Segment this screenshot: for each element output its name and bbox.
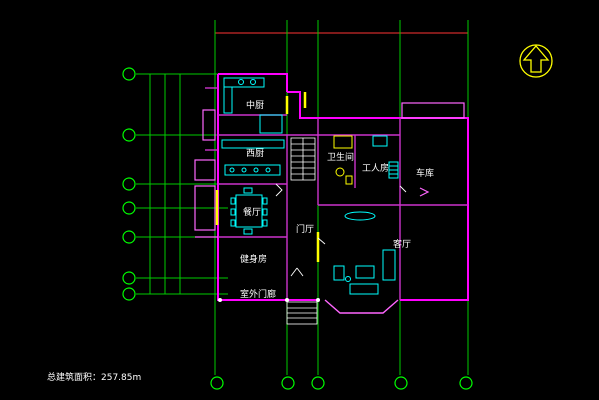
bottom-axis-bubbles <box>210 376 473 390</box>
room-label-zhongchu: 中厨 <box>246 99 264 111</box>
room-label-cheku: 车库 <box>416 167 434 179</box>
room-label-canting: 餐厅 <box>243 206 261 218</box>
bathroom-fixtures <box>333 135 353 185</box>
dining-table <box>230 187 268 235</box>
left-dimension-lines <box>149 74 181 294</box>
left-axis-bubbles <box>122 67 136 301</box>
room-label-menting: 门厅 <box>296 223 314 235</box>
bay-window <box>324 299 399 314</box>
total-area-label: 总建筑面积：257.85m <box>47 371 141 383</box>
worker-room-fixtures <box>372 135 399 179</box>
top-dimension-line <box>214 22 469 42</box>
room-label-gongrenfang: 工人房 <box>362 162 389 174</box>
room-label-weishengjian: 卫生间 <box>327 151 354 163</box>
western-kitchen-island <box>221 139 285 176</box>
living-room-furniture <box>333 211 396 295</box>
north-arrow-icon <box>519 44 553 78</box>
room-label-jianshenfang: 健身房 <box>240 253 267 265</box>
staircase <box>290 137 316 181</box>
porch-steps <box>286 301 318 325</box>
garage-outline <box>401 102 465 197</box>
room-label-keting: 客厅 <box>393 238 411 250</box>
door-swings <box>275 183 407 277</box>
left-wall-segments <box>194 109 218 238</box>
inner-walls <box>205 87 468 300</box>
window-markers <box>215 92 320 262</box>
porch-markers <box>218 298 320 302</box>
room-label-xichu: 西厨 <box>246 148 264 159</box>
kitchen-counter <box>223 77 283 134</box>
room-label-shiwai-menlang: 室外门廊 <box>240 288 276 300</box>
